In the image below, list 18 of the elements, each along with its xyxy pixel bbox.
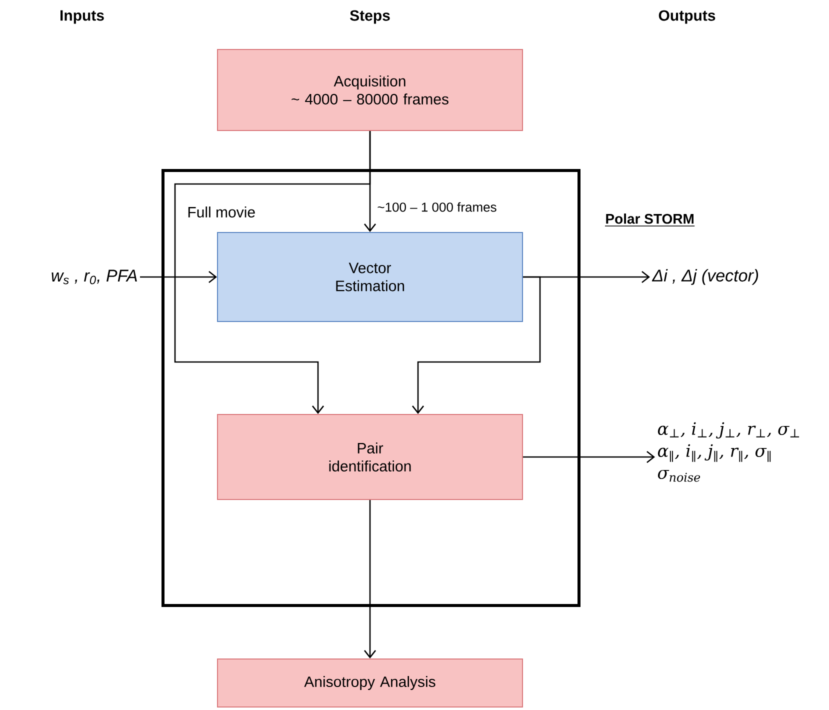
- process-box: Anisotropy Analysis: [217, 658, 523, 708]
- process-box: Pair identification: [217, 414, 523, 500]
- edge-label: Full movie: [186, 206, 257, 218]
- arrow: [174, 131, 371, 414]
- process-box: Vector Estimation: [217, 232, 523, 322]
- input-text: w$_{s}$ , r$_{0}$, PFA: [52, 270, 137, 284]
- arrow: [140, 271, 217, 284]
- node-label: Polar STORM: [606, 214, 694, 224]
- arrow: [364, 500, 376, 659]
- edge-label: ~100 – 1 000 frames: [376, 201, 498, 213]
- process-box: Acquisition ~ 4000 – 80000 frames: [217, 49, 523, 131]
- arrow: [412, 276, 541, 414]
- output-text: Δi , Δj (vector): [652, 269, 758, 285]
- arrow: [523, 451, 655, 464]
- column-heading: Steps: [350, 10, 390, 24]
- column-heading: Outputs: [658, 10, 716, 24]
- output-text: α$_{⊥}$, i$_{⊥}$, j$_{⊥}$, r$_{⊥}$, σ$_{⊥}$ α$_{∥}$, i$_{∥}$, j$_{∥}$, r$_{∥}$, σ$_{∥}$ σ$_{noise}$: [658, 422, 800, 482]
- column-heading: Inputs: [60, 10, 104, 24]
